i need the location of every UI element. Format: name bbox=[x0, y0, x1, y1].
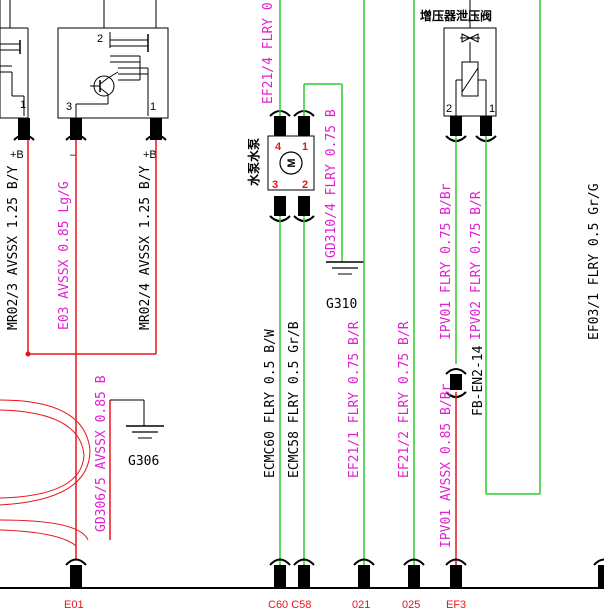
wire-label-ef21-4: EF21/4 FLRY 0.75 bbox=[261, 0, 276, 104]
connector-label-fb-en2-14: FB-EN2-14 bbox=[471, 345, 486, 416]
left-relay-pin-1: 1 bbox=[20, 99, 26, 111]
pump-pin-4: 4 bbox=[275, 141, 282, 153]
middle-relay-pin-3: 3 bbox=[66, 101, 72, 113]
pump-pin-1: 1 bbox=[302, 141, 308, 153]
wire-label-ipv02: IPV02 FLRY 0.75 B/R bbox=[469, 191, 484, 340]
connector-bottom-e01 bbox=[70, 565, 82, 587]
boost-relief-valve: 增压器泄压阀 2 1 bbox=[420, 0, 497, 142]
bottom-label-3: 021 bbox=[352, 599, 370, 608]
wire-label-mr02-4: MR02/4 AVSSX 1.25 B/Y bbox=[138, 165, 153, 330]
ground-label-g306: G306 bbox=[128, 454, 159, 469]
wire-label-mr02-3: MR02/3 AVSSX 1.25 B/Y bbox=[6, 165, 21, 330]
middle-relay-pin-2: 2 bbox=[97, 33, 103, 45]
terminal-minus: – bbox=[70, 149, 77, 161]
wire-label-ipv01-flry: IPV01 FLRY 0.75 B/Br bbox=[439, 183, 454, 340]
shield-bundle bbox=[0, 380, 91, 560]
pump-pin-3: 3 bbox=[272, 179, 278, 191]
g310-ground: G310 bbox=[326, 261, 364, 312]
water-pump: 水泵水泵 4 1 3 2 M bbox=[246, 110, 315, 222]
motor-icon bbox=[279, 151, 303, 175]
bottom-label-4: 025 bbox=[402, 599, 420, 608]
wire-label-ef21-1: EF21/1 FLRY 0.75 B/R bbox=[347, 321, 362, 478]
wire-label-gd306-5: GD306/5 AVSSX 0.85 B bbox=[94, 375, 109, 532]
wire-label-ipv01-avssx: IPV01 AVSSX 0.85 B/Br bbox=[439, 383, 454, 548]
valve-pin-2: 2 bbox=[446, 103, 452, 115]
wire-label-ecmc58: ECMC58 FLRY 0.5 Gr/B bbox=[287, 321, 302, 478]
wire-label-ef03-1: EF03/1 FLRY 0.5 Gr/G bbox=[587, 183, 602, 340]
left-relay: 1 +B bbox=[0, 0, 35, 357]
valve-title: 增压器泄压阀 bbox=[420, 8, 492, 23]
bottom-label-5: EF3 bbox=[446, 599, 466, 608]
ground-label-g310: G310 bbox=[326, 297, 357, 312]
wire-label-gd310-4: GD310/4 FLRY 0.75 B bbox=[324, 109, 339, 258]
g306-ground: G306 bbox=[109, 399, 164, 540]
wire-label-ef21-2: EF21/2 FLRY 0.75 B/R bbox=[397, 321, 412, 478]
wire-label-ecmc60: ECMC60 FLRY 0.5 B/W bbox=[263, 329, 278, 478]
terminal-plus-b-left: +B bbox=[10, 149, 24, 161]
bottom-connectors bbox=[269, 558, 604, 587]
bottom-label-1: E01 bbox=[64, 599, 84, 608]
valve-pin-1: 1 bbox=[489, 103, 495, 115]
middle-relay-pin-1: 1 bbox=[150, 101, 156, 113]
bottom-label-2: C60 C58 bbox=[268, 599, 311, 608]
pump-pin-2: 2 bbox=[302, 179, 308, 191]
inline-connector-fb-en2-14: FB-EN2-14 bbox=[445, 345, 486, 416]
water-pump-label: 水泵水泵 bbox=[246, 138, 261, 186]
motor-symbol: M bbox=[286, 158, 298, 167]
terminal-plus-b-right: +B bbox=[143, 149, 157, 161]
wire-label-e03: E03 AVSSX 0.85 Lg/G bbox=[57, 181, 72, 330]
